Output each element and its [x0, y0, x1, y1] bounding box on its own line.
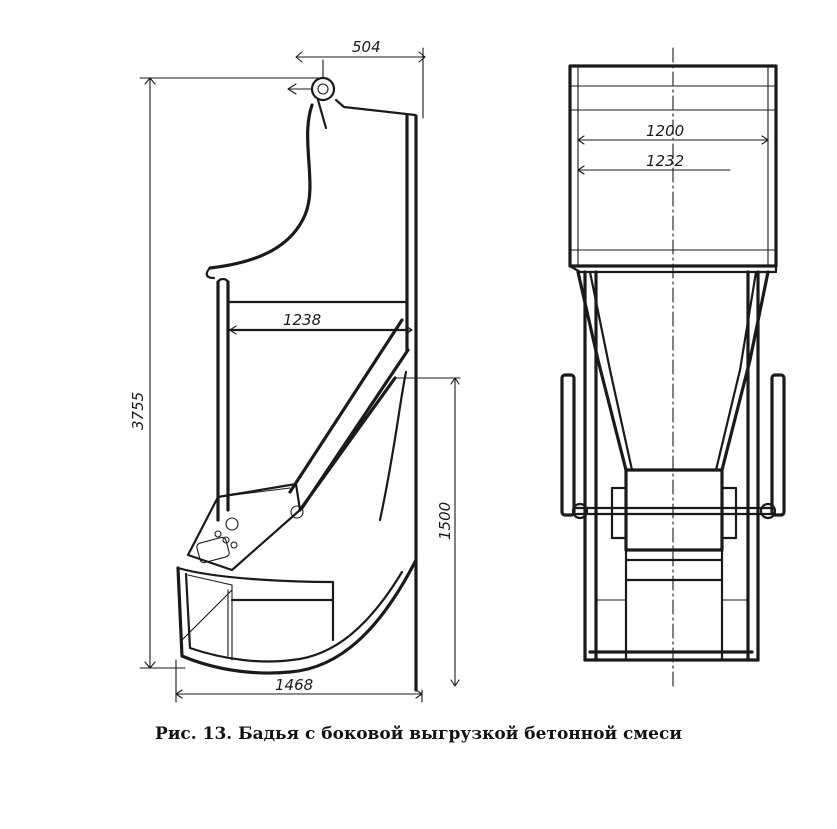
frame-left — [583, 270, 598, 662]
dim-front-inner-width: 1232 — [646, 152, 684, 170]
dim-inner-width: 1238 — [283, 311, 321, 329]
side-dimensions: 504 3755 1238 1500 1468 — [129, 38, 460, 703]
dim-discharge-height: 1500 — [436, 502, 454, 540]
dim-top-width: 504 — [352, 38, 381, 56]
axle — [572, 506, 774, 516]
side-view — [176, 76, 461, 692]
hopper-curve — [208, 103, 314, 270]
base-frame — [583, 650, 760, 662]
back-wall — [405, 114, 418, 692]
left-wheel — [560, 373, 576, 517]
discharge-box — [624, 468, 724, 552]
inclined-chute — [288, 318, 410, 512]
dim-base-width: 1468 — [275, 676, 313, 694]
front-post — [216, 280, 230, 522]
lifting-eye — [310, 76, 336, 102]
figure-caption: Рис. 13. Бадья с боковой выгрузкой бетон… — [155, 724, 682, 744]
gate-box — [186, 482, 302, 572]
right-wheel — [770, 373, 786, 517]
frame-right — [746, 270, 760, 662]
bucket-body — [176, 558, 418, 675]
front-view: 1200 1232 — [560, 47, 786, 691]
dim-total-height: 3755 — [129, 392, 147, 430]
dim-front-outer-width: 1200 — [646, 122, 684, 140]
